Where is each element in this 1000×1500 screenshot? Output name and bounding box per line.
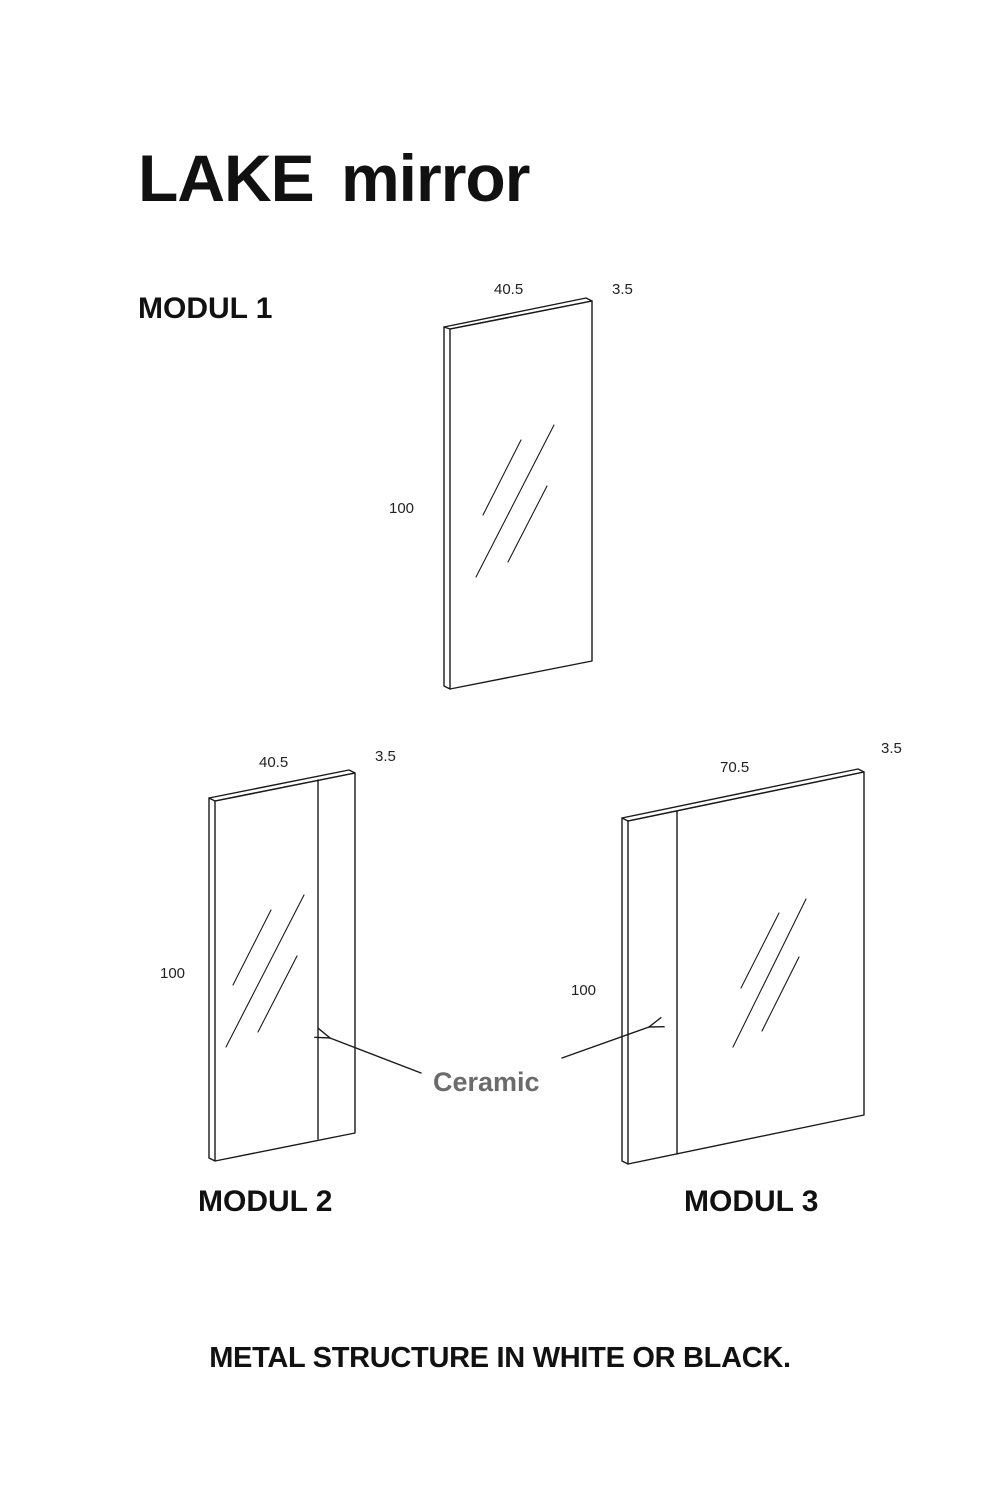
modul-3-height-label: 100	[571, 982, 597, 999]
modul-1-side-face	[443, 326, 451, 690]
ceramic-arrow-left	[330, 1038, 422, 1074]
modul-1-drawing	[443, 297, 593, 690]
modul-3-width-label: 70.5	[720, 759, 750, 776]
modul-3-drawing	[621, 768, 865, 1165]
page-title: LAKE mirror	[138, 141, 530, 215]
modul-2-drawing	[208, 769, 356, 1162]
modul-1-label: MODUL 1	[138, 292, 273, 325]
modul-2-top-face	[208, 769, 356, 802]
footer-note: METAL STRUCTURE IN WHITE OR BLACK.	[209, 1342, 791, 1374]
modul-3-reflection-icon	[732, 898, 807, 1048]
modul-2-height-label: 100	[160, 965, 186, 982]
modul-3-depth-label: 3.5	[881, 740, 902, 757]
ceramic-callout-label: Ceramic	[433, 1067, 540, 1097]
modul-3-label: MODUL 3	[684, 1185, 819, 1218]
modul-1-front-face	[449, 300, 593, 690]
modul-3-side-face	[621, 817, 629, 1165]
ceramic-arrow-right	[561, 1027, 649, 1059]
modul-2-side-face	[208, 797, 216, 1162]
modul-1-top-face	[443, 297, 593, 330]
modul-2-width-label: 40.5	[259, 754, 289, 771]
modul-2-depth-label: 3.5	[375, 748, 396, 765]
modul-1-height-label: 100	[389, 500, 415, 517]
modul-3-front-face	[627, 771, 865, 1165]
modul-2-front-face	[214, 772, 356, 1162]
modul-2-reflection-icon	[225, 894, 305, 1048]
modul-2-label: MODUL 2	[198, 1185, 333, 1218]
modul-1-width-label: 40.5	[494, 281, 524, 298]
modul-3-top-face	[621, 768, 865, 822]
modul-1-depth-label: 3.5	[612, 281, 633, 298]
modul-1-reflection-icon	[475, 424, 555, 578]
